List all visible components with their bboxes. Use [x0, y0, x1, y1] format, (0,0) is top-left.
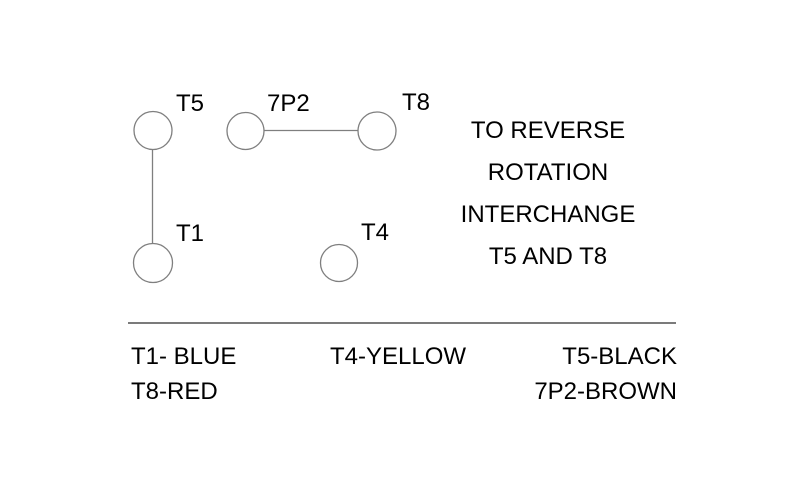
terminal-circle-7p2 — [226, 111, 265, 151]
legend-entry-t8: T8-RED — [131, 378, 218, 405]
note-line-1: TO REVERSE — [470, 117, 626, 144]
terminal-label-t4: T4 — [361, 219, 390, 246]
note-line-4: T5 AND T8 — [488, 243, 608, 270]
note-line-2: ROTATION — [487, 159, 609, 186]
terminal-label-t5: T5 — [176, 90, 205, 117]
terminal-circle-t8 — [357, 111, 397, 151]
legend-entry-7p2: 7P2-BROWN — [534, 378, 677, 405]
terminal-label-7p2: 7P2 — [267, 90, 310, 117]
legend-entry-t4: T4-YELLOW — [330, 343, 467, 370]
note-line-3: INTERCHANGE — [460, 201, 636, 228]
reverse-rotation-note: TO REVERSE ROTATION INTERCHANGE T5 AND T… — [438, 110, 658, 278]
terminal-label-t1: T1 — [176, 220, 205, 247]
legend-column-left: T1- BLUE T8-RED — [131, 339, 236, 409]
legend-entry-t1: T1- BLUE — [131, 343, 237, 370]
terminal-circle-t1 — [132, 242, 174, 284]
terminal-circle-t5 — [133, 110, 173, 151]
legend-column-middle: T4-YELLOW — [330, 339, 466, 374]
legend-column-right: T5-BLACK 7P2-BROWN — [534, 339, 677, 409]
legend-entry-t5: T5-BLACK — [562, 343, 677, 370]
terminal-label-t8: T8 — [402, 89, 431, 116]
terminal-circle-t4 — [319, 243, 359, 283]
legend-divider-line — [128, 322, 676, 324]
